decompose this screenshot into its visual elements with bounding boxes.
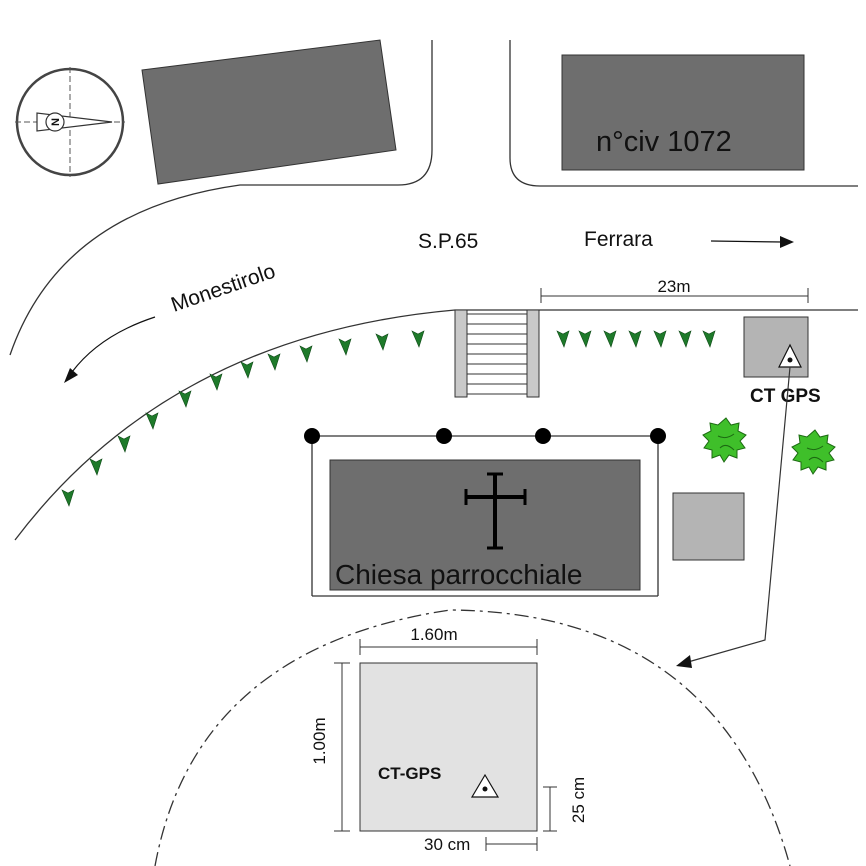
- outbuilding: [672, 492, 745, 561]
- ct-gps-label: CT GPS: [750, 386, 821, 407]
- direction-ferrara-label: Ferrara: [584, 228, 653, 251]
- church-steps: [454, 309, 540, 398]
- dimension-height: [334, 662, 350, 832]
- cross-icon: [464, 472, 527, 550]
- road-edge-north-west: [9, 40, 433, 356]
- dimension-width-label: 1.60m: [410, 625, 457, 644]
- dimension-offset-y: [543, 786, 557, 832]
- building-north-west: [141, 39, 397, 185]
- dimension-23m: [540, 288, 809, 303]
- dimension-width: [359, 639, 538, 655]
- building-civ-1072: [561, 54, 805, 171]
- compass-rose-icon: N: [15, 67, 125, 177]
- tree-icon: [702, 417, 747, 463]
- road-edge-north-east: [509, 40, 858, 187]
- detail-circle: [154, 609, 791, 866]
- dimension-offset-x: [485, 837, 538, 851]
- compass-letter: N: [50, 118, 62, 126]
- dimension-offset-x-label: 30 cm: [424, 835, 470, 854]
- triangle-dot-icon: [470, 773, 500, 798]
- leader-arrow-icon: [676, 366, 791, 668]
- detail-ct-gps-label: CT-GPS: [378, 764, 441, 783]
- building-number-label: n°civ 1072: [596, 126, 732, 158]
- church-fence: [304, 428, 666, 597]
- dimension-offset-y-label: 25 cm: [569, 777, 588, 823]
- dimension-23m-label: 23m: [657, 277, 690, 296]
- arrow-east-icon: [710, 236, 794, 248]
- detail-pad: [359, 662, 538, 832]
- road-name-label: S.P.65: [418, 230, 478, 253]
- church-building: [329, 459, 641, 591]
- gps-station-box: [743, 316, 809, 378]
- tree-icon: [791, 429, 836, 475]
- arrow-west-icon: [64, 316, 156, 383]
- dimension-height-label: 1.00m: [310, 717, 329, 764]
- church-label: Chiesa parrocchiale: [335, 559, 582, 590]
- direction-monestirolo-label: Monestirolo: [168, 260, 278, 317]
